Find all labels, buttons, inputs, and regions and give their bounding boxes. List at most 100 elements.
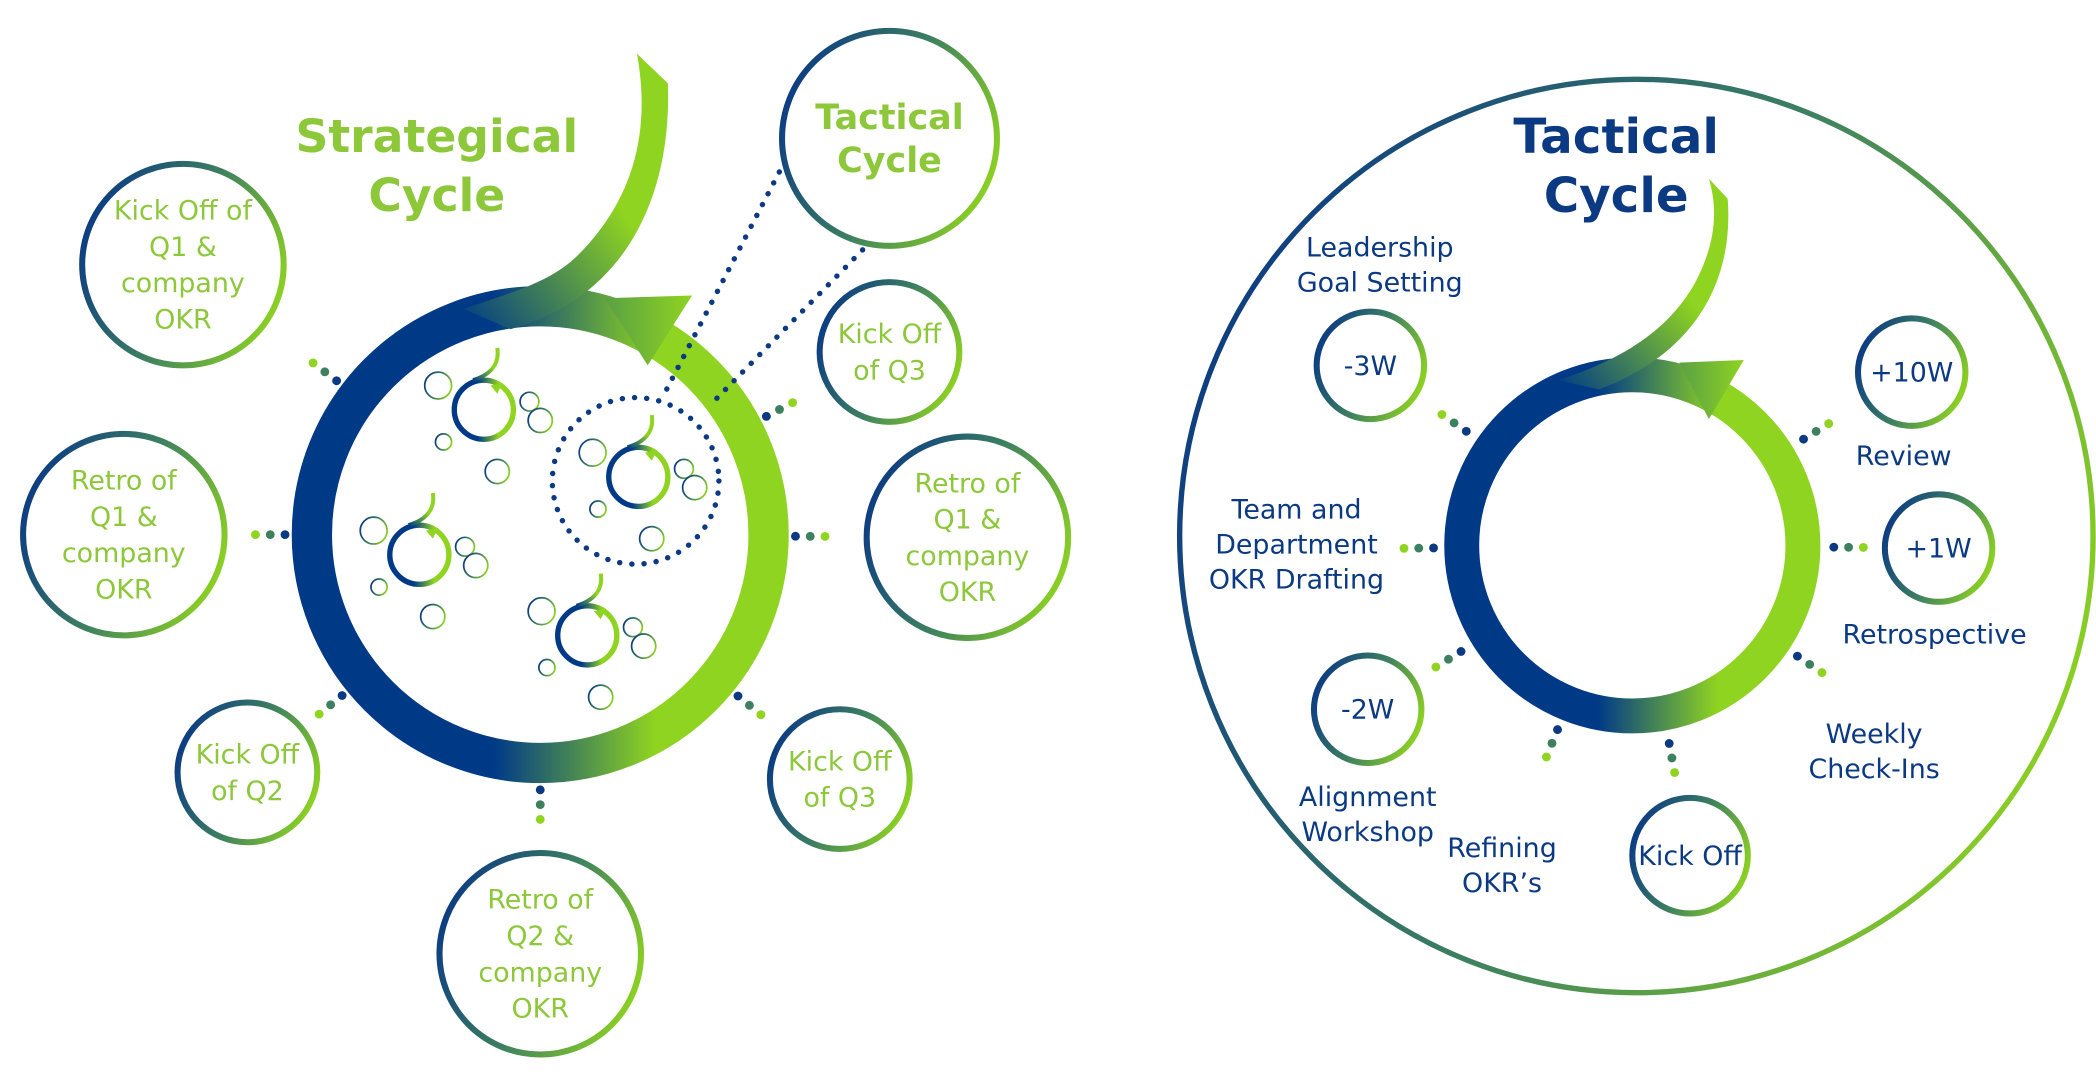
node-label: +10W [1870, 357, 1953, 388]
label-line: Leadership [1306, 233, 1454, 264]
connector-dot [1829, 542, 1839, 552]
node-label: Kick Off [1638, 841, 1743, 872]
node-label-line: Kick Off [838, 319, 943, 350]
label-line: Alignment [1299, 782, 1437, 813]
mini-cycle-icon [359, 492, 489, 630]
connector-dot [761, 411, 771, 421]
node-label-line: Tactical [815, 98, 963, 138]
connector-dot [1799, 434, 1808, 444]
node-label-line: Kick Off [196, 740, 301, 771]
node-label-line: Q1 & [90, 502, 158, 533]
connector-dot [1444, 654, 1453, 664]
label-line: OKR’s [1462, 868, 1542, 899]
connector-dot [1553, 725, 1562, 735]
label-line: Team and [1230, 495, 1361, 526]
connector-dot [1817, 668, 1827, 678]
node-label-line: OKR [939, 577, 996, 608]
node-label-line: company [121, 268, 245, 299]
strategic-arrow-head [604, 295, 693, 366]
node-label: +1W [1906, 533, 1972, 564]
node-circle [863, 433, 1072, 642]
connector-dot [265, 530, 275, 540]
connector-dot [1461, 426, 1471, 436]
node-label-line: Q1 & [934, 505, 1002, 536]
node-circle [1313, 308, 1428, 423]
connector-dot [791, 531, 800, 541]
tactical-node-minus2w[interactable]: -2W [1310, 652, 1425, 767]
strategic-ring-tail [463, 53, 669, 330]
tactical-zoom-ring [549, 394, 722, 567]
node-circle [816, 279, 963, 425]
connector-dot [320, 367, 330, 377]
connector-dot [332, 376, 342, 386]
node-circle [436, 849, 645, 1058]
label-line: Review [1856, 441, 1952, 472]
mini-cycle-icon [578, 414, 708, 552]
node-circle [174, 699, 321, 846]
node-label-line: company [478, 957, 602, 988]
tactical-node-minus3w[interactable]: -3W [1313, 308, 1428, 423]
connector-dot [535, 814, 545, 824]
connector-dot [314, 709, 324, 719]
tactical-node-kickoff[interactable]: Kick Off [1629, 794, 1751, 917]
connector-dot [251, 530, 260, 540]
tactical-ring [1444, 357, 1821, 734]
node-label-line: Q1 & [149, 232, 217, 263]
node-circle [1881, 491, 1996, 605]
connector-dot [1664, 739, 1674, 748]
label-line: Weekly [1826, 719, 1923, 750]
mini-cycle-icon [527, 573, 657, 711]
node-label-line: OKR [95, 574, 152, 605]
node-circle [1629, 794, 1751, 917]
node-label-line: Q2 & [506, 921, 574, 952]
label-line: Refining [1447, 833, 1556, 864]
connector-dot [775, 405, 784, 414]
zoom-connector [662, 169, 783, 395]
label-line: Check-Ins [1808, 754, 1939, 785]
tactical-label-review: Review [1856, 441, 1952, 472]
connector-dot [1541, 752, 1551, 762]
zoom-connector [709, 247, 866, 406]
connector-dot [756, 710, 766, 720]
node-circle [779, 27, 1000, 249]
node-label-line: Retro of [914, 468, 1020, 499]
connector-dot [733, 691, 743, 701]
strategic-title-line: Cycle [368, 169, 505, 222]
node-label: -3W [1344, 351, 1397, 382]
connector-dot [535, 785, 545, 795]
tactical-ring-tail [1558, 178, 1729, 390]
connector-dot [1449, 418, 1459, 428]
tactical-arrow-head [1679, 360, 1744, 420]
node-label-line: OKR [512, 994, 569, 1025]
connector-dot [308, 358, 318, 368]
connector-dot [1437, 410, 1447, 419]
tactical-node-plus1w[interactable]: +1W [1881, 491, 1996, 605]
connector-dot [805, 531, 815, 541]
mini-cycle-icon [423, 347, 554, 485]
connector-dot [1414, 543, 1424, 553]
connector-dot [788, 398, 798, 408]
tactical-outer-ring [1176, 76, 2096, 996]
tactical-node-plus10w[interactable]: +10W [1854, 315, 1969, 429]
node-label-line: of Q3 [853, 355, 926, 386]
node-label-line: Retro of [487, 885, 593, 916]
connector-dot [326, 700, 336, 710]
strategic-node-kickoff-q3-top[interactable]: Kick Off of Q3 [816, 279, 963, 425]
connector-dot [1858, 542, 1868, 552]
node-circle [79, 160, 287, 369]
connector-dot [1670, 768, 1680, 777]
connector-dot [1811, 426, 1821, 436]
